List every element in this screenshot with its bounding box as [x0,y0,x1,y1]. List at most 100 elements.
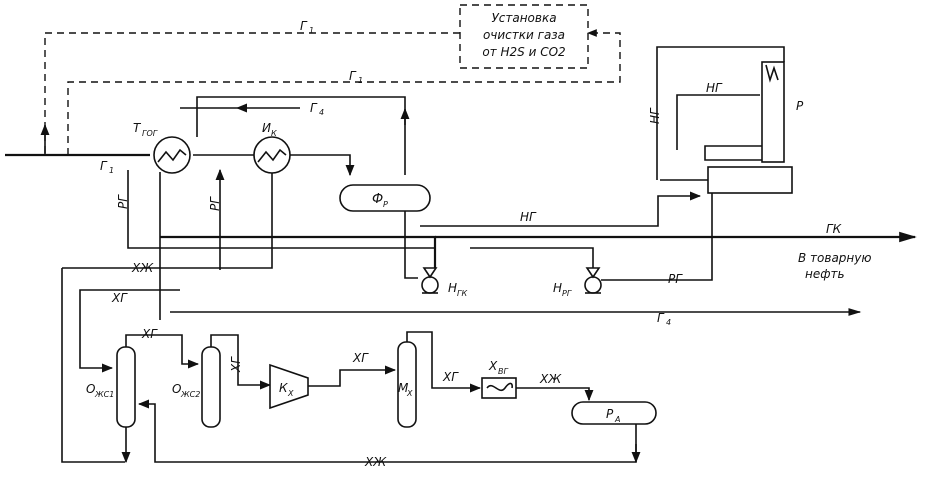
g1-label-top: Г [300,19,308,33]
ng-loop-outer [656,46,785,180]
g1-sub-mid: 1 [358,76,363,85]
xzh-line-right [62,173,273,269]
xg-to-cooler [406,331,482,393]
exchanger-tgg-coil [157,148,187,163]
mx-label: М [398,381,409,395]
exchanger-ik-body [253,136,291,174]
xg-label-oj2: ХГ [229,356,243,373]
rg-lines: РГ РГ [62,168,435,270]
xg-label-mid: ХГ [352,351,369,365]
ik-label: И [262,121,271,135]
rg-line-left [127,170,435,249]
gas-treatment-loop: Установка очистки газа от H2S и CO2 Г 1 … [44,4,621,155]
ng-label-top: НГ [706,81,723,95]
oj1-sub: ЖС1 [94,390,114,399]
g4-loop [196,96,406,175]
to-oil-line2: нефть [805,267,845,281]
compressor-kx [269,363,309,410]
heat-exchanger-tgg: Т ГОГ [133,121,191,174]
ik-sub: К [271,129,277,138]
gas-to-separator [290,154,355,177]
ng-label-mid: НГ [520,210,537,224]
pump-hrg: Н РГ РГ [470,190,713,298]
ng-label-side: НГ [648,107,662,124]
p-label: Р [796,99,804,113]
kx-sub: Х [287,389,294,398]
xg-label-right: ХГ [442,370,459,384]
unit-label-line1: Установка [491,11,556,25]
rg-label-right: РГ [668,272,683,286]
fr-label: Ф [372,192,383,207]
g4-top-line: Г 4 [180,96,410,175]
rg-label-left: РГ [116,194,130,209]
pa-sub: А [614,415,620,424]
dashed-line-return [67,29,621,155]
reactor-unit: Р НГ НГ [648,46,804,194]
separator-oj2 [201,346,221,428]
g4-sub-bottom: 4 [666,318,671,327]
oj2-label: О [172,382,181,396]
oj2-sub: ЖС2 [180,390,200,399]
xvg-label: Х [488,359,498,373]
dashed-line-top [44,32,460,155]
g1-label-inlet: Г [100,159,108,173]
xzh-label-right: ХЖ [539,372,562,386]
gk-label: ГК [826,222,842,236]
g1-label-mid: Г [349,69,357,83]
exchanger-ik-coil [257,148,287,163]
exchanger-tgg-body [153,136,191,174]
unit-label-line2: очистки газа [483,28,565,42]
cooler-xvg-fan [486,382,513,392]
tgg-label: Т [133,121,142,135]
refrigeration-section: ХЖ ХГ О ЖС1 ХГ О ЖС2 ХГ К Х ХГ М Х ХГ Х … [61,261,657,469]
mx-sub: Х [406,389,413,398]
pump-hgk-valve [422,267,438,279]
separator-oj1 [116,346,136,428]
rg-return [601,190,713,281]
xzh-to-receiver [516,387,594,402]
xzh-label-top: ХЖ [131,261,154,275]
heat-exchanger-ik: И К [253,121,291,174]
receiver-pa [571,401,657,425]
column-p-internal [765,64,779,83]
g4-label-bottom: Г [657,311,665,325]
hgk-sub: ГК [457,289,467,298]
xzh-left-loop [61,268,125,463]
gk-line: ГК В товарную нефть [160,211,917,281]
g1-sub-top: 1 [309,26,314,35]
ng-line: НГ [420,191,702,227]
hrg-label: Н [553,281,562,295]
kx-label: К [279,381,288,395]
xzh-label-bottom: ХЖ [364,455,387,469]
unit-base-box [707,166,793,194]
rg-label-mid: РГ [208,196,222,211]
hrg-sub: РГ [562,289,572,298]
pump-hgk: Н ГК [421,267,467,298]
xg-oj1-to-oj2 [125,334,200,369]
pump-hrg-valve [585,267,601,279]
fr-bottom-to-pump [404,211,418,279]
to-oil-line1: В товарную [798,251,871,265]
fr-sub: Р [383,200,388,209]
hgk-label: Н [448,281,457,295]
g4-sub-top: 4 [319,108,324,117]
g4-bottom-line: Г 4 [159,172,862,327]
xg-label-oj1: ХГ [141,327,158,341]
oj1-label: О [86,382,95,396]
g4-label-top: Г [310,101,318,115]
xg-oj2-to-compressor [210,334,272,390]
tgg-sub: ГОГ [142,129,158,138]
g1-sub-inlet: 1 [109,166,114,175]
pump-hgk-body [421,276,439,294]
xzh-return-to-oj1 [137,399,637,463]
gk-from-exchanger [160,235,437,268]
main-gas-line: Г 1 [5,123,355,177]
unit-label-line3: от H2S и CO2 [482,45,565,59]
xvg-sub: ВГ [498,367,508,376]
ng-loop-inner [676,94,760,150]
pump-hrg-body [584,276,602,294]
column-p [761,61,785,163]
gas-treatment-unit [459,4,589,69]
